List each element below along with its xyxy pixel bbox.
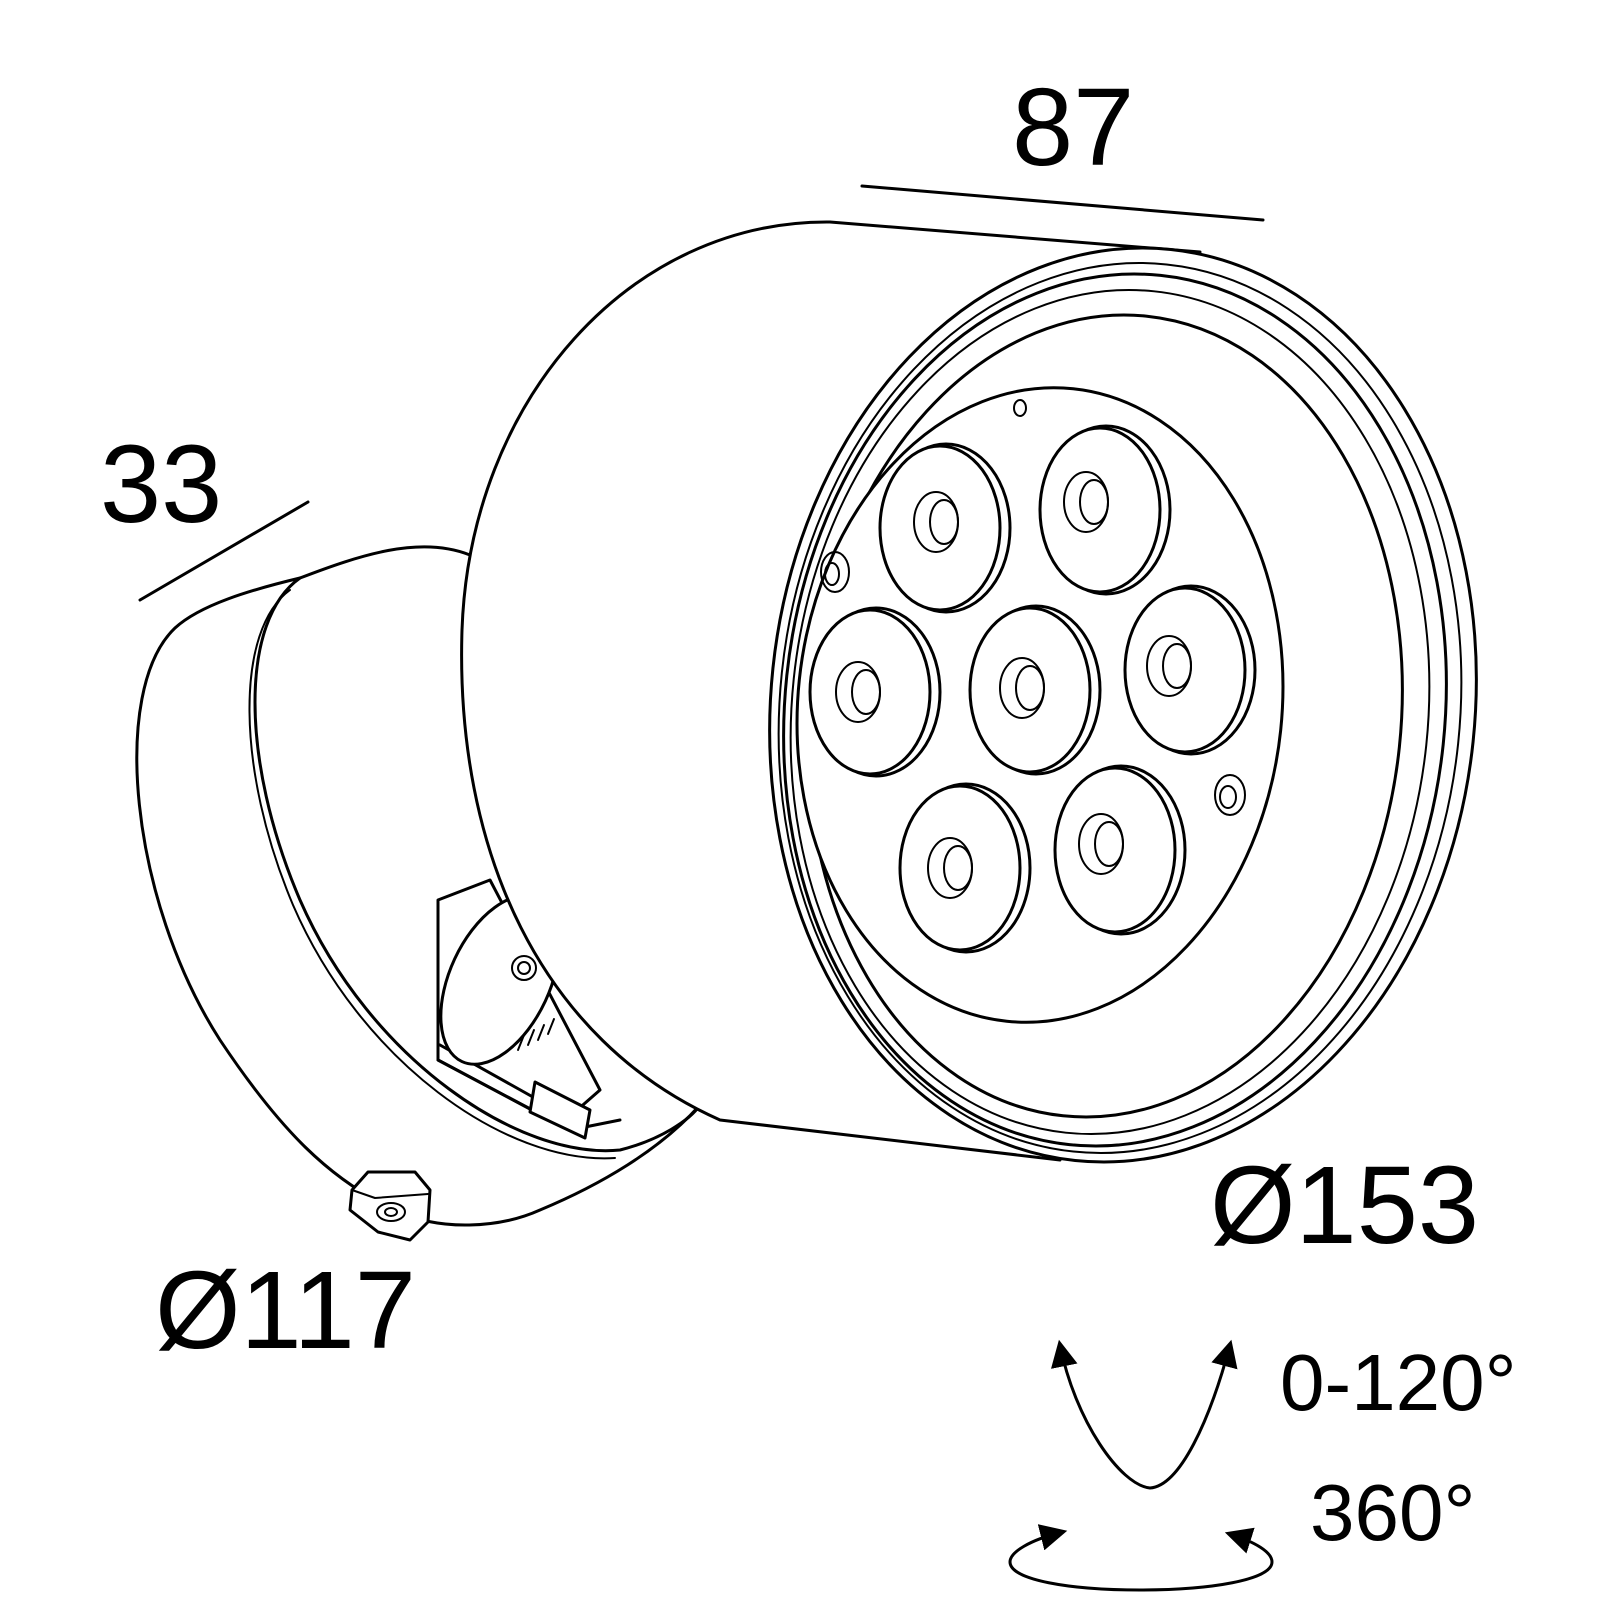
- tilt-angle-label: 0-120°: [1280, 1338, 1517, 1427]
- base-diameter-label: Ø117: [155, 1249, 416, 1372]
- base-depth-label: 33: [100, 423, 222, 546]
- depth-dimension-line: [860, 184, 1265, 222]
- plate-screw: [820, 551, 850, 593]
- base-depth-dimension-line: [138, 500, 310, 602]
- pan-rotation-icon: [1008, 1524, 1274, 1592]
- plate-screw: [1214, 774, 1246, 816]
- led-lens: [1123, 584, 1257, 756]
- pan-angle-label: 360°: [1310, 1468, 1475, 1557]
- led-lens-group: [808, 424, 1257, 954]
- screw-tab: [348, 1170, 432, 1242]
- vent-hole: [1013, 399, 1027, 417]
- tilt-rotation-icon: [1051, 1339, 1238, 1490]
- led-lens: [878, 442, 1012, 614]
- led-lens: [808, 606, 942, 778]
- led-lens: [898, 782, 1032, 954]
- head-diameter-label: Ø153: [1210, 1144, 1479, 1267]
- led-lens: [1053, 764, 1187, 936]
- depth-label: 87: [1012, 66, 1134, 189]
- led-lens: [968, 604, 1102, 776]
- swivel-bracket: [436, 878, 622, 1140]
- led-lens: [1038, 424, 1172, 596]
